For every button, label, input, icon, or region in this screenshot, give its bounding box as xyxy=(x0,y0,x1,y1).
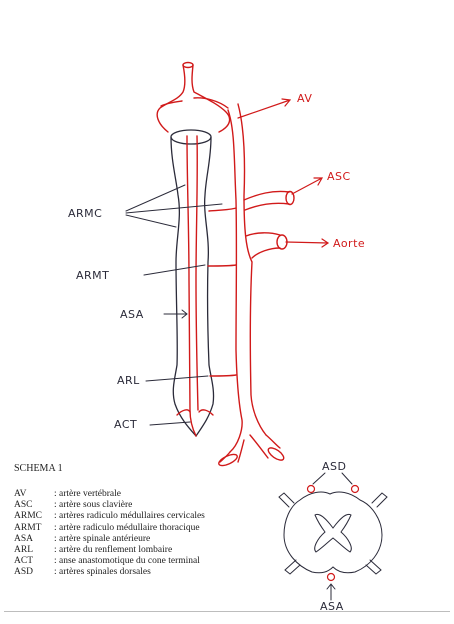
root-upper-left xyxy=(278,492,295,508)
legend-row-asc: ASC : artère sous clavière xyxy=(14,500,205,511)
aortic-arch-branch-lower xyxy=(251,247,281,259)
legend-desc: : artère sous clavière xyxy=(54,500,133,511)
legend-row-asa: ASA : artère spinale antérieure xyxy=(14,534,205,545)
spinal-cord-right-edge xyxy=(195,136,215,437)
subclavian-artery-end xyxy=(285,190,295,206)
armt-connection xyxy=(207,264,237,267)
legend-row-asd: ASD : artères spinales dorsales xyxy=(14,567,205,578)
arrow-asa xyxy=(163,309,188,319)
root-lower-left xyxy=(284,559,301,575)
act-loop-left xyxy=(176,409,191,416)
act-loop-right xyxy=(198,409,214,416)
spinal-cord-left-edge xyxy=(170,136,197,437)
vertebral-artery-right-top xyxy=(191,64,231,133)
page-bottom-rule xyxy=(4,611,450,612)
legend-abbr: AV xyxy=(14,489,27,499)
legend-row-armt: ARMT : artère radiculo médullaire thorac… xyxy=(14,523,205,534)
subclavian-artery xyxy=(243,190,290,201)
legend-abbr: ARL xyxy=(14,545,33,556)
vertebral-artery-left-branch xyxy=(160,100,183,107)
anterior-spinal-artery xyxy=(186,135,197,437)
legend-desc: : artère spinale antérieure xyxy=(54,533,151,544)
legend-desc: : artère radiculo médullaire thoracique xyxy=(54,522,200,533)
spinal-cord-top xyxy=(170,129,212,145)
dark-arrows xyxy=(125,184,223,426)
legend-row-act: ACT : anse anastomotique du cone termina… xyxy=(14,556,205,567)
label-asd-inset: ASD xyxy=(322,460,346,473)
legend-desc: : artères spinales dorsales xyxy=(54,567,151,578)
root-lower-right xyxy=(365,559,382,575)
asd-right-vessel xyxy=(350,484,360,494)
asa-inset-arrow xyxy=(326,583,336,601)
vertebral-artery-right-branch xyxy=(193,97,229,109)
cross-section-inset: ASD ASA xyxy=(278,460,388,613)
legend-desc: : anse anastomotique du cone terminal xyxy=(54,556,200,567)
armc-connection xyxy=(208,207,237,212)
label-arl: ARL xyxy=(117,374,140,387)
arrow-av xyxy=(237,98,292,119)
label-armt: ARMT xyxy=(76,269,109,282)
iliac-right-outer xyxy=(265,434,281,449)
schema-title: SCHEMA 1 xyxy=(14,463,63,474)
aortic-arch-branch xyxy=(245,232,281,237)
iliac-left-end xyxy=(218,453,238,467)
iliac-right-inner xyxy=(249,434,269,459)
arrow-act xyxy=(149,421,191,426)
label-asa-inset: ASA xyxy=(320,600,344,613)
subclavian-artery-lower xyxy=(244,202,290,211)
legend-abbr: ACT xyxy=(14,556,33,567)
cross-section-outline xyxy=(283,491,383,574)
arrow-armc-2 xyxy=(125,203,223,214)
red-arrows xyxy=(237,98,330,248)
iliac-right-end xyxy=(267,447,285,461)
arrow-asc xyxy=(291,177,324,195)
legend-abbr: ASC xyxy=(14,500,33,511)
arrow-armc-3 xyxy=(125,214,177,228)
label-act: ACT xyxy=(114,418,137,431)
arteries xyxy=(156,61,295,467)
arl-connection xyxy=(209,374,237,377)
asa-inset-vessel xyxy=(326,572,336,582)
anterior-spinal-artery-b xyxy=(195,135,199,411)
legend-abbr: ASA xyxy=(14,533,34,544)
label-av: AV xyxy=(297,92,312,105)
label-asa: ASA xyxy=(120,308,144,321)
arrow-aorte xyxy=(285,238,330,248)
legend: AV : artère vertébrale ASC : artère sous… xyxy=(14,489,205,579)
aorta-left-wall xyxy=(227,109,243,453)
arrow-arl xyxy=(145,375,209,382)
arrow-armc-1 xyxy=(125,184,186,212)
legend-row-armc: ARMC : artères radiculo médullaires cerv… xyxy=(14,511,205,522)
grey-matter xyxy=(314,513,352,553)
label-armc: ARMC xyxy=(68,207,102,220)
legend-desc: : artère vertébrale xyxy=(54,489,121,499)
arrow-armt xyxy=(143,264,206,276)
legend-abbr: ASD xyxy=(14,567,34,578)
vertebral-artery-top-cap xyxy=(182,61,194,69)
legend-desc: : artère du renflement lombaire xyxy=(54,545,173,556)
asd-left-vessel xyxy=(306,484,316,494)
label-aorte: Aorte xyxy=(333,237,365,250)
legend-abbr: ARMT xyxy=(14,522,42,533)
legend-row-arl: ARL : artère du renflement lombaire xyxy=(14,545,205,556)
root-upper-right xyxy=(371,492,388,508)
iliac-left-inner xyxy=(237,439,245,463)
legend-desc: : artères radiculo médullaires cervicale… xyxy=(54,511,205,522)
spinal-cord xyxy=(170,129,215,437)
aorta-right-wall xyxy=(237,103,267,436)
legend-abbr: ARMC xyxy=(14,511,42,522)
label-asc: ASC xyxy=(327,170,351,183)
legend-row-av: AV : artère vertébrale xyxy=(14,489,205,500)
asd-arrow-left xyxy=(312,472,326,485)
asd-arrow-right xyxy=(341,472,353,485)
vertebral-artery-left-top xyxy=(156,64,186,133)
